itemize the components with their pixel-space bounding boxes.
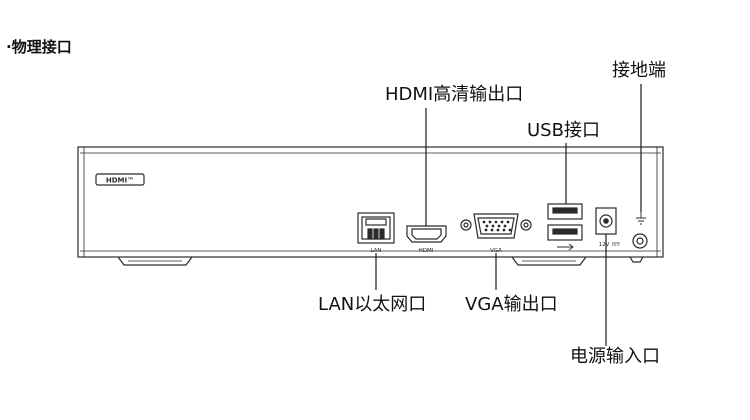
hdmi-logo: HDMI™ [95,173,145,186]
chassis-feet [117,256,644,266]
heading-bullet: · [6,38,12,56]
power-port: 12V [595,207,620,248]
section-heading: ·物理接口 [6,36,72,57]
label-ground: 接地端 [612,60,666,81]
vga-port-label: VGA [490,248,502,254]
label-vga-out: VGA输出口 [465,294,558,315]
hdmi-port-label: HDMI [419,248,434,254]
vga-port: VGA [460,213,532,254]
leader-lines [375,84,642,346]
heading-title: 物理接口 [11,38,72,56]
label-lan: LAN以太网口 [318,294,427,315]
power-port-label: 12V [599,242,610,248]
label-usb: USB接口 [527,120,600,141]
usb-ports [547,203,583,251]
lan-port-label: LAN [370,248,381,254]
lan-port: LAN [357,212,395,254]
hdmi-logo-text: HDMI™ [106,177,134,185]
hdmi-port: HDMI [406,225,447,254]
ground-terminal [632,212,648,249]
usb-symbol-icon [557,243,574,251]
label-hdmi-out: HDMI高清输出口 [385,84,524,105]
ground-symbol-icon [636,212,646,225]
label-power-in: 电源输入口 [570,346,660,367]
